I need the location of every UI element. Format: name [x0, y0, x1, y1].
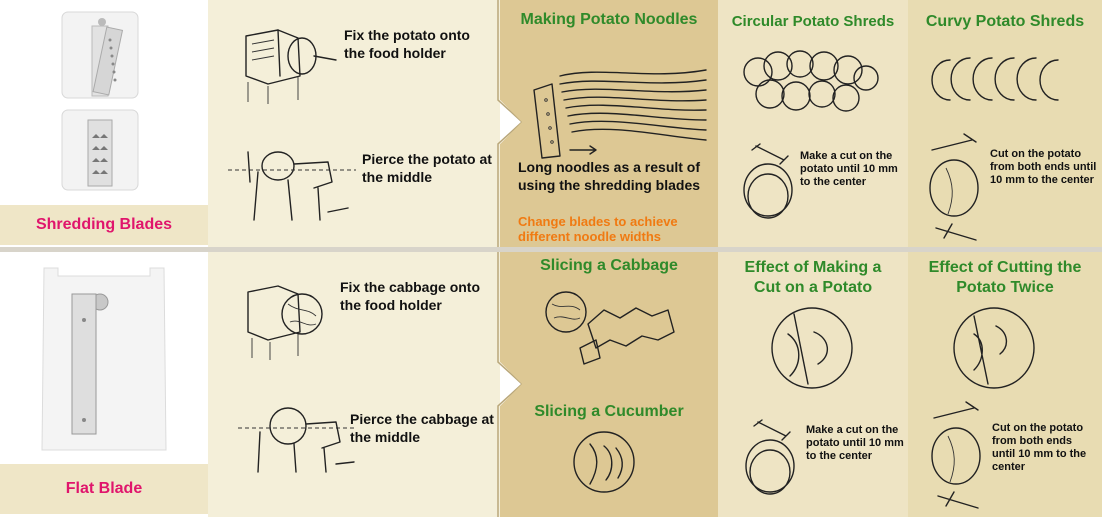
step-fix-potato: Fix the potato onto the food holder [344, 27, 470, 61]
circular-shreds-sketch [743, 50, 879, 112]
effect-one-potato-sketch [745, 419, 795, 495]
effect-two-title: Effect of Cutting the Potato Twice [928, 259, 1082, 296]
step-pierce-cabbage: Pierce the cabbage at the middle [350, 411, 494, 445]
circular-instruction: Make a cut on the potato until 10 mm to … [800, 150, 898, 188]
cabbage-holder-sketch [247, 285, 323, 360]
potato-holder-sketch [245, 29, 337, 104]
curvy-shreds-sketch [931, 57, 1059, 101]
step-fix-cabbage: Fix the cabbage onto the food holder [340, 279, 481, 313]
panel-effect-two-cuts [908, 252, 1102, 517]
cucumber-title: Slicing a Cucumber [534, 403, 684, 420]
row-shredding: Shredding Blades Fix the potato onto the… [0, 0, 1102, 247]
panel-potato-noodles [500, 0, 718, 247]
noodles-title: Making Potato Noodles [520, 11, 698, 28]
shredding-blade-image-top [61, 11, 139, 99]
row-flat: Flat Blade Fix the cabbage onto the food… [0, 252, 1102, 517]
circular-potato-cut-sketch [743, 143, 793, 219]
cabbage-slices-sketch [545, 291, 675, 365]
panel-slicing [500, 252, 718, 517]
curvy-potato-cut-sketch [929, 133, 979, 241]
curvy-instruction: Cut on the potato from both ends until 1… [990, 148, 1097, 186]
effect-two-potato-sketch [931, 401, 981, 509]
effect-one-instruction: Make a cut on the potato until 10 mm to … [806, 424, 904, 462]
flat-blade-label: Flat Blade [0, 464, 208, 514]
noodles-note: Change blades to achieve different noodl… [518, 214, 678, 244]
step-pierce-potato: Pierce the potato at the middle [362, 151, 492, 185]
effect-two-cut-sketch [953, 307, 1035, 389]
shredding-blades-label: Shredding Blades [0, 205, 208, 245]
panel-curvy-shreds [908, 0, 1102, 247]
shredding-steps-cell [208, 0, 500, 247]
effect-two-instruction: Cut on the potato from both ends until 1… [992, 422, 1087, 473]
cabbage-title: Slicing a Cabbage [540, 257, 678, 274]
cabbage-pierce-sketch [238, 407, 355, 473]
effect-one-cut-sketch [771, 307, 853, 389]
row-separator [0, 247, 1102, 252]
circular-title: Circular Potato Shreds [731, 13, 895, 30]
noodles-caption: Long noodles as a result of using the sh… [518, 159, 701, 193]
cucumber-slices-sketch [573, 431, 635, 493]
effect-one-title: Effect of Making a Cut on a Potato [744, 259, 882, 296]
potato-noodles-sketch [533, 69, 707, 159]
flat-blade-image [41, 267, 167, 451]
flat-steps-cell [208, 252, 500, 517]
shredding-blade-image-bottom [61, 109, 139, 191]
curvy-title: Curvy Potato Shreds [925, 13, 1085, 30]
potato-pierce-sketch [228, 151, 356, 221]
